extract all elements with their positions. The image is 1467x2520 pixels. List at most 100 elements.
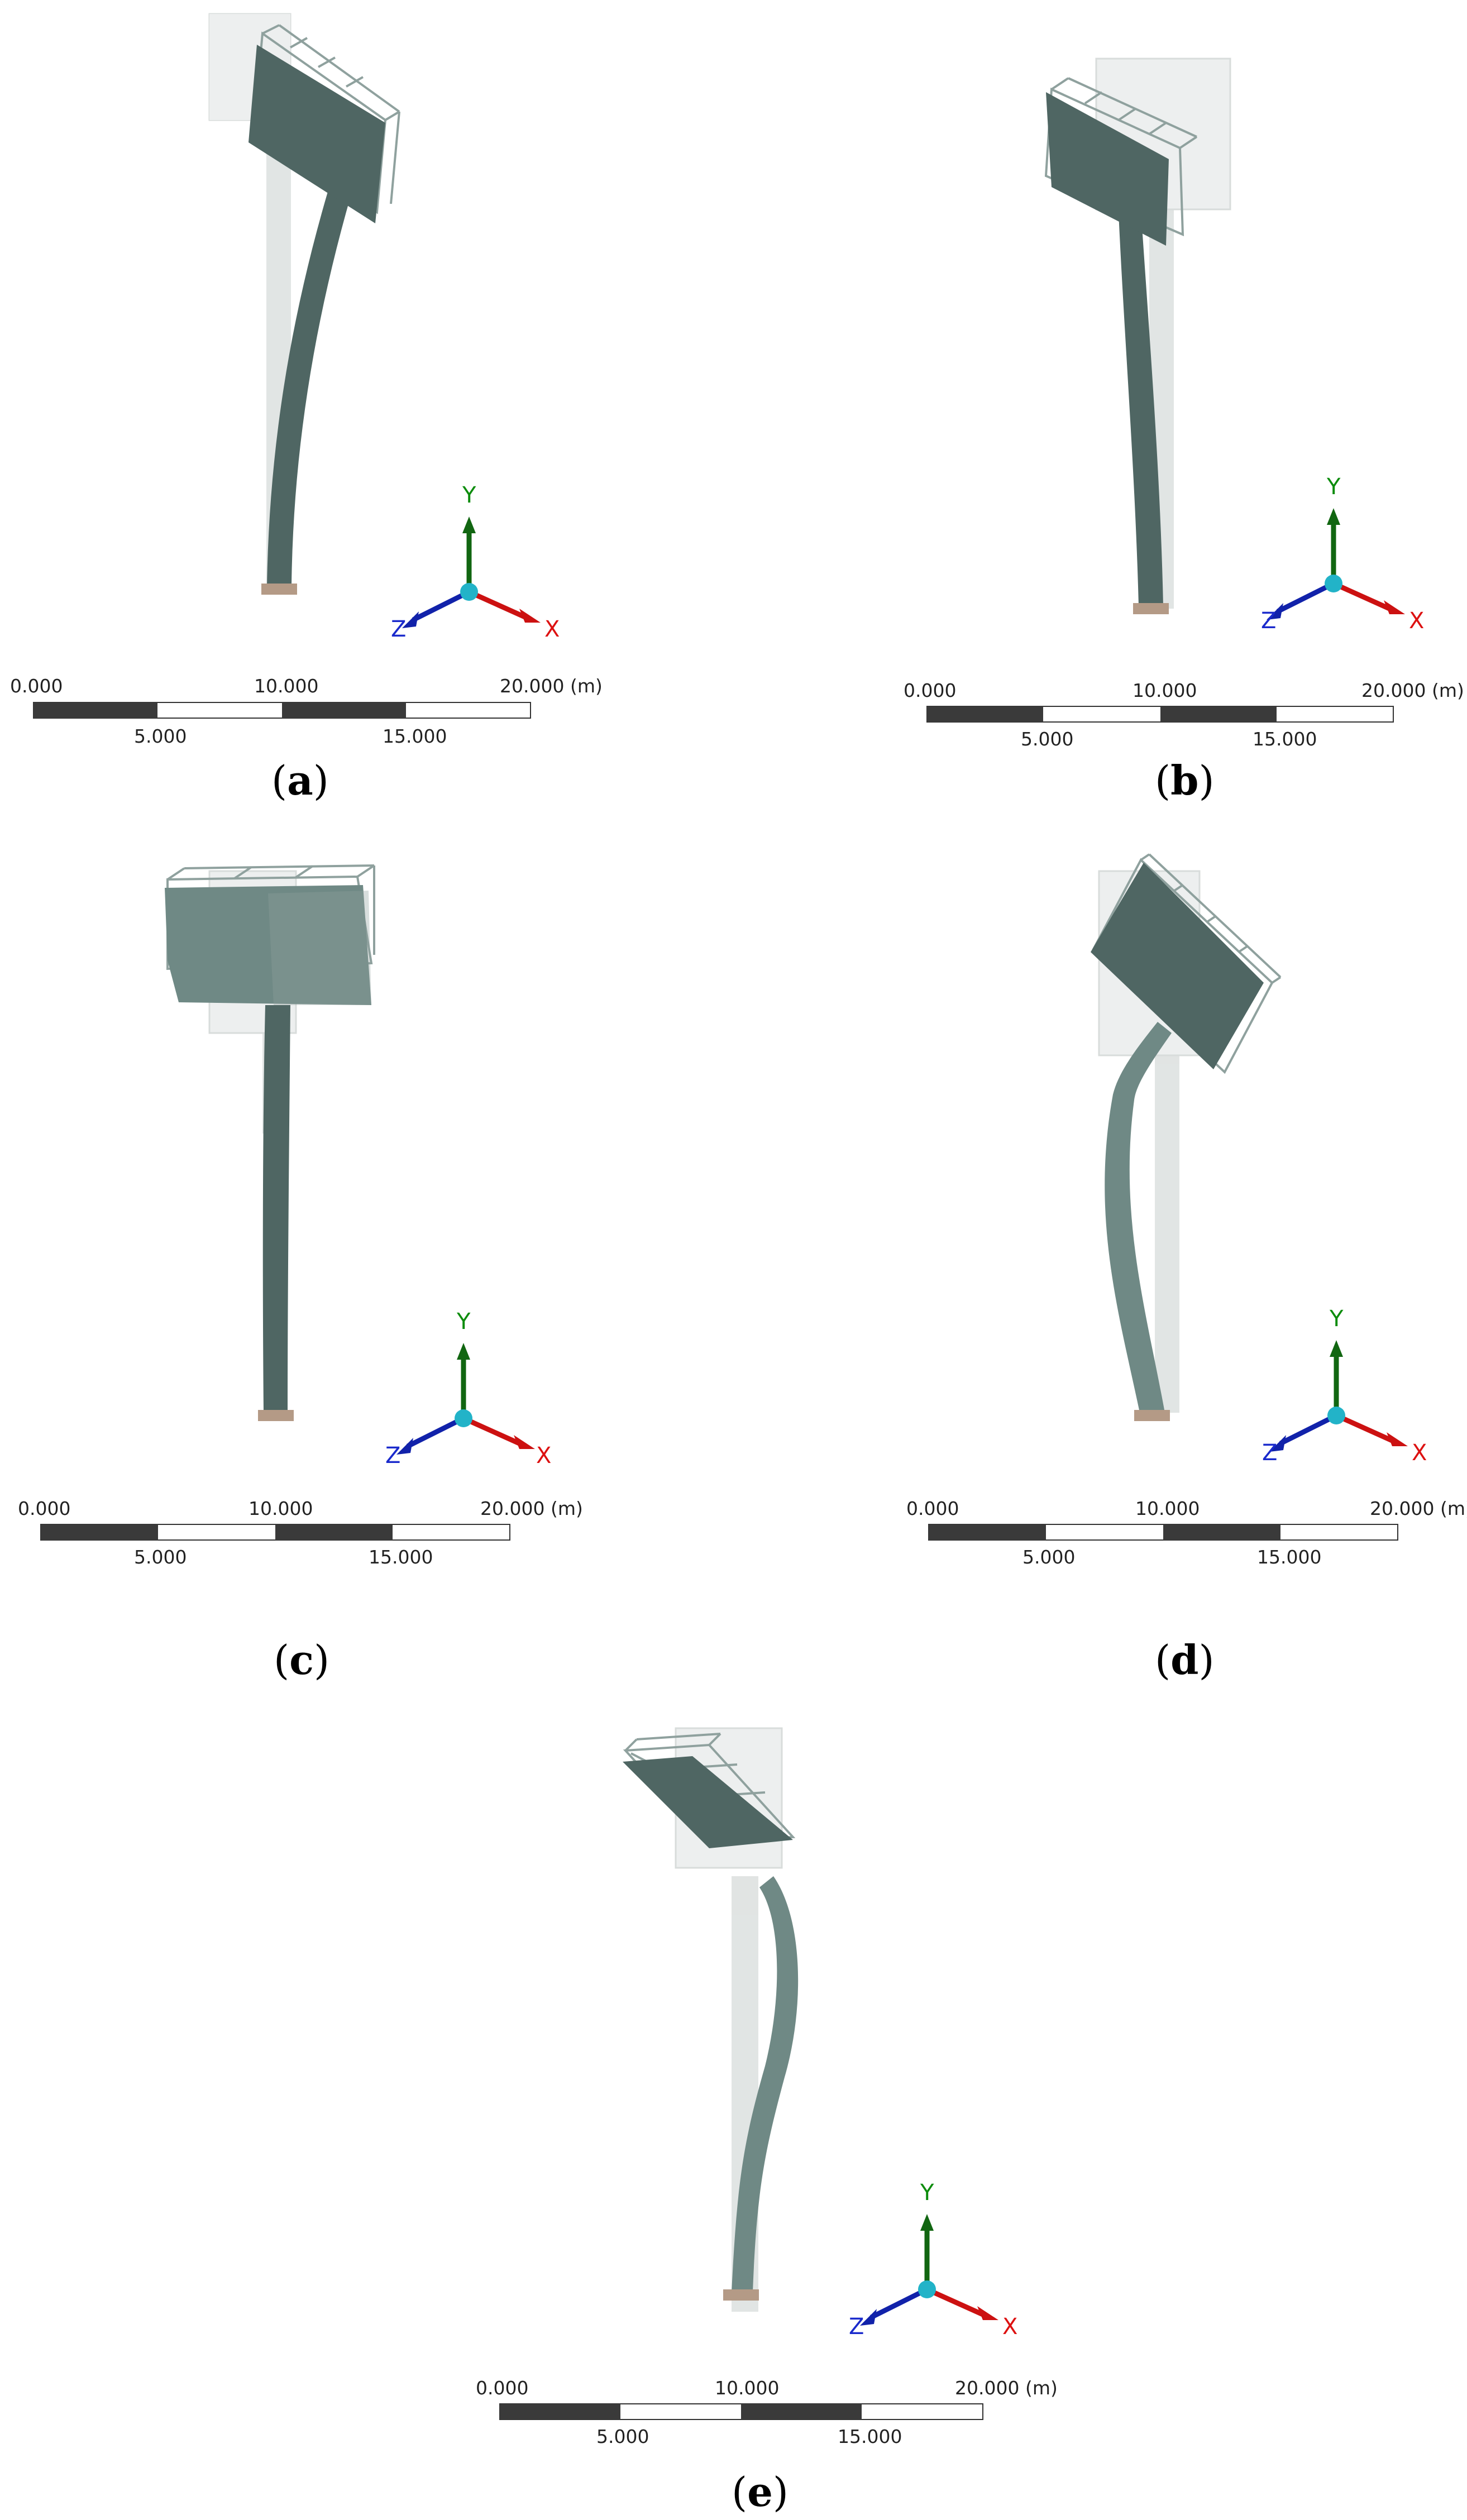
origin-sphere-icon: [460, 583, 478, 601]
scale-label-10: 10.000: [1135, 1498, 1200, 1519]
x-axis-head-icon: [514, 1435, 535, 1449]
origin-sphere-icon: [1327, 1407, 1345, 1424]
deformed-pole: [1105, 1022, 1172, 1413]
z-axis-head-icon: [1269, 1435, 1286, 1452]
y-axis-label: Y: [1326, 474, 1341, 500]
origin-sphere-icon: [455, 1409, 472, 1427]
z-axis-head-icon: [860, 2309, 877, 2326]
axis-triad-d: Y X Z: [1262, 1306, 1427, 1466]
billboard-panel: [1046, 92, 1169, 246]
base-plate: [258, 1410, 294, 1421]
axis-triad-c: Y X Z: [385, 1309, 551, 1469]
x-axis-arrow: [1335, 1413, 1393, 1443]
truss-frame: [1044, 77, 1198, 237]
x-axis-arrow: [926, 2287, 984, 2317]
y-axis-head-icon: [920, 2214, 934, 2231]
y-axis-label: Y: [456, 1309, 471, 1335]
scale-label-10: 10.000: [1132, 680, 1197, 701]
y-axis-head-icon: [462, 517, 476, 533]
scale-bar-a: 0.000 10.000 20.000 (m) 5.000 15.000: [10, 675, 603, 747]
base-plate: [261, 584, 297, 595]
z-axis-arrow: [1279, 1413, 1338, 1446]
scale-label-20: 20.000 (m): [1361, 680, 1464, 701]
x-axis-head-icon: [977, 2306, 998, 2320]
z-axis-head-icon: [1267, 603, 1283, 620]
scale-label-20: 20.000 (m): [955, 2377, 1058, 2399]
scale-label-10: 10.000: [715, 2377, 779, 2399]
scale-label-5: 5.000: [134, 1546, 187, 1568]
x-axis-head-icon: [1384, 600, 1405, 614]
x-axis-label: X: [544, 616, 560, 642]
caption-b: (b): [1155, 757, 1215, 804]
scale-label-15: 15.000: [838, 2426, 902, 2447]
scale-label-0: 0.000: [18, 1498, 70, 1519]
deformed-pole: [262, 1005, 290, 1413]
truss-frame: [1092, 853, 1282, 1074]
scale-label-5: 5.000: [1021, 728, 1073, 750]
billboard-panel: [249, 45, 385, 223]
scale-bar-b: 0.000 10.000 20.000 (m) 5.000 15.000: [904, 680, 1464, 750]
caption-e: (e): [732, 2468, 789, 2516]
x-axis-arrow: [462, 1416, 520, 1446]
panel-e: Y X Z 0.000 10.000 20.000 (m) 5.000 15.0…: [447, 1709, 1061, 2520]
y-axis-label: Y: [462, 482, 476, 508]
scale-label-20: 20.000 (m): [480, 1498, 583, 1519]
x-axis-head-icon: [519, 609, 541, 623]
scale-label-15: 15.000: [383, 725, 447, 747]
y-axis-label: Y: [920, 2180, 934, 2206]
x-axis-label: X: [1002, 2314, 1017, 2340]
scale-label-15: 15.000: [1257, 1546, 1321, 1568]
scale-label-10: 10.000: [249, 1498, 313, 1519]
billboard-panel: [1091, 863, 1264, 1069]
deformed-pole: [267, 168, 357, 586]
caption-c: (c): [274, 1636, 330, 1684]
y-axis-label: Y: [1329, 1306, 1344, 1332]
caption-a: (a): [271, 757, 329, 804]
axis-triad-e: Y X Z: [849, 2180, 1017, 2340]
panel-a: Y X Z 0.000 10.000 20.000 (m) 5.000 15.0…: [0, 0, 733, 821]
scale-label-15: 15.000: [1253, 728, 1317, 750]
x-axis-head-icon: [1387, 1432, 1408, 1446]
y-axis-head-icon: [1330, 1340, 1343, 1357]
z-axis-label: Z: [849, 2314, 864, 2340]
z-axis-label: Z: [385, 1443, 400, 1469]
panel-b: Y X Z 0.000 10.000 20.000 (m) 5.000 15.0…: [733, 0, 1467, 821]
x-axis-arrow: [468, 589, 526, 620]
panel-d: Y X Z 0.000 10.000 20.000 (m) 5.000 15.0…: [733, 838, 1467, 1709]
billboard-panel: [623, 1756, 793, 1848]
scale-label-15: 15.000: [369, 1546, 433, 1568]
scale-label-20: 20.000 (m): [1370, 1498, 1467, 1519]
origin-sphere-icon: [918, 2280, 936, 2298]
axis-triad-b: Y X Z: [1261, 474, 1424, 634]
scale-bar-d: 0.000 10.000 20.000 (m) 5.000 15.000: [906, 1498, 1467, 1568]
scale-label-5: 5.000: [134, 725, 187, 747]
deformed-billboard-model-b: [1044, 58, 1231, 614]
scale-label-20: 20.000 (m): [500, 675, 603, 697]
x-axis-label: X: [1409, 608, 1424, 634]
origin-sphere-icon: [1325, 575, 1342, 592]
x-axis-label: X: [536, 1443, 551, 1469]
scale-bar-e: 0.000 10.000 20.000 (m) 5.000 15.000: [476, 2377, 1058, 2447]
scale-label-0: 0.000: [906, 1498, 959, 1519]
base-plate: [1134, 1410, 1170, 1421]
y-axis-head-icon: [457, 1343, 470, 1360]
deformed-billboard-model-e: [623, 1727, 799, 2312]
x-axis-label: X: [1412, 1440, 1427, 1466]
x-axis-arrow: [1332, 581, 1390, 611]
scale-label-5: 5.000: [596, 2426, 649, 2447]
base-plate: [1133, 603, 1169, 614]
scale-label-0: 0.000: [10, 675, 63, 697]
deformed-billboard-model-c: [165, 864, 375, 1421]
base-plate: [723, 2289, 759, 2301]
deformed-pole: [1119, 209, 1163, 606]
scale-label-10: 10.000: [254, 675, 318, 697]
z-axis-arrow: [1276, 581, 1335, 614]
panel-c: Y X Z 0.000 10.000 20.000 (m) 5.000 15.0…: [0, 838, 733, 1709]
z-axis-label: Z: [1262, 1440, 1277, 1466]
scale-label-0: 0.000: [904, 680, 956, 701]
z-axis-arrow: [869, 2287, 929, 2320]
z-axis-label: Z: [1261, 608, 1276, 634]
z-axis-head-icon: [402, 611, 419, 628]
billboard-panel: [165, 885, 371, 1005]
z-axis-label: Z: [391, 616, 406, 642]
